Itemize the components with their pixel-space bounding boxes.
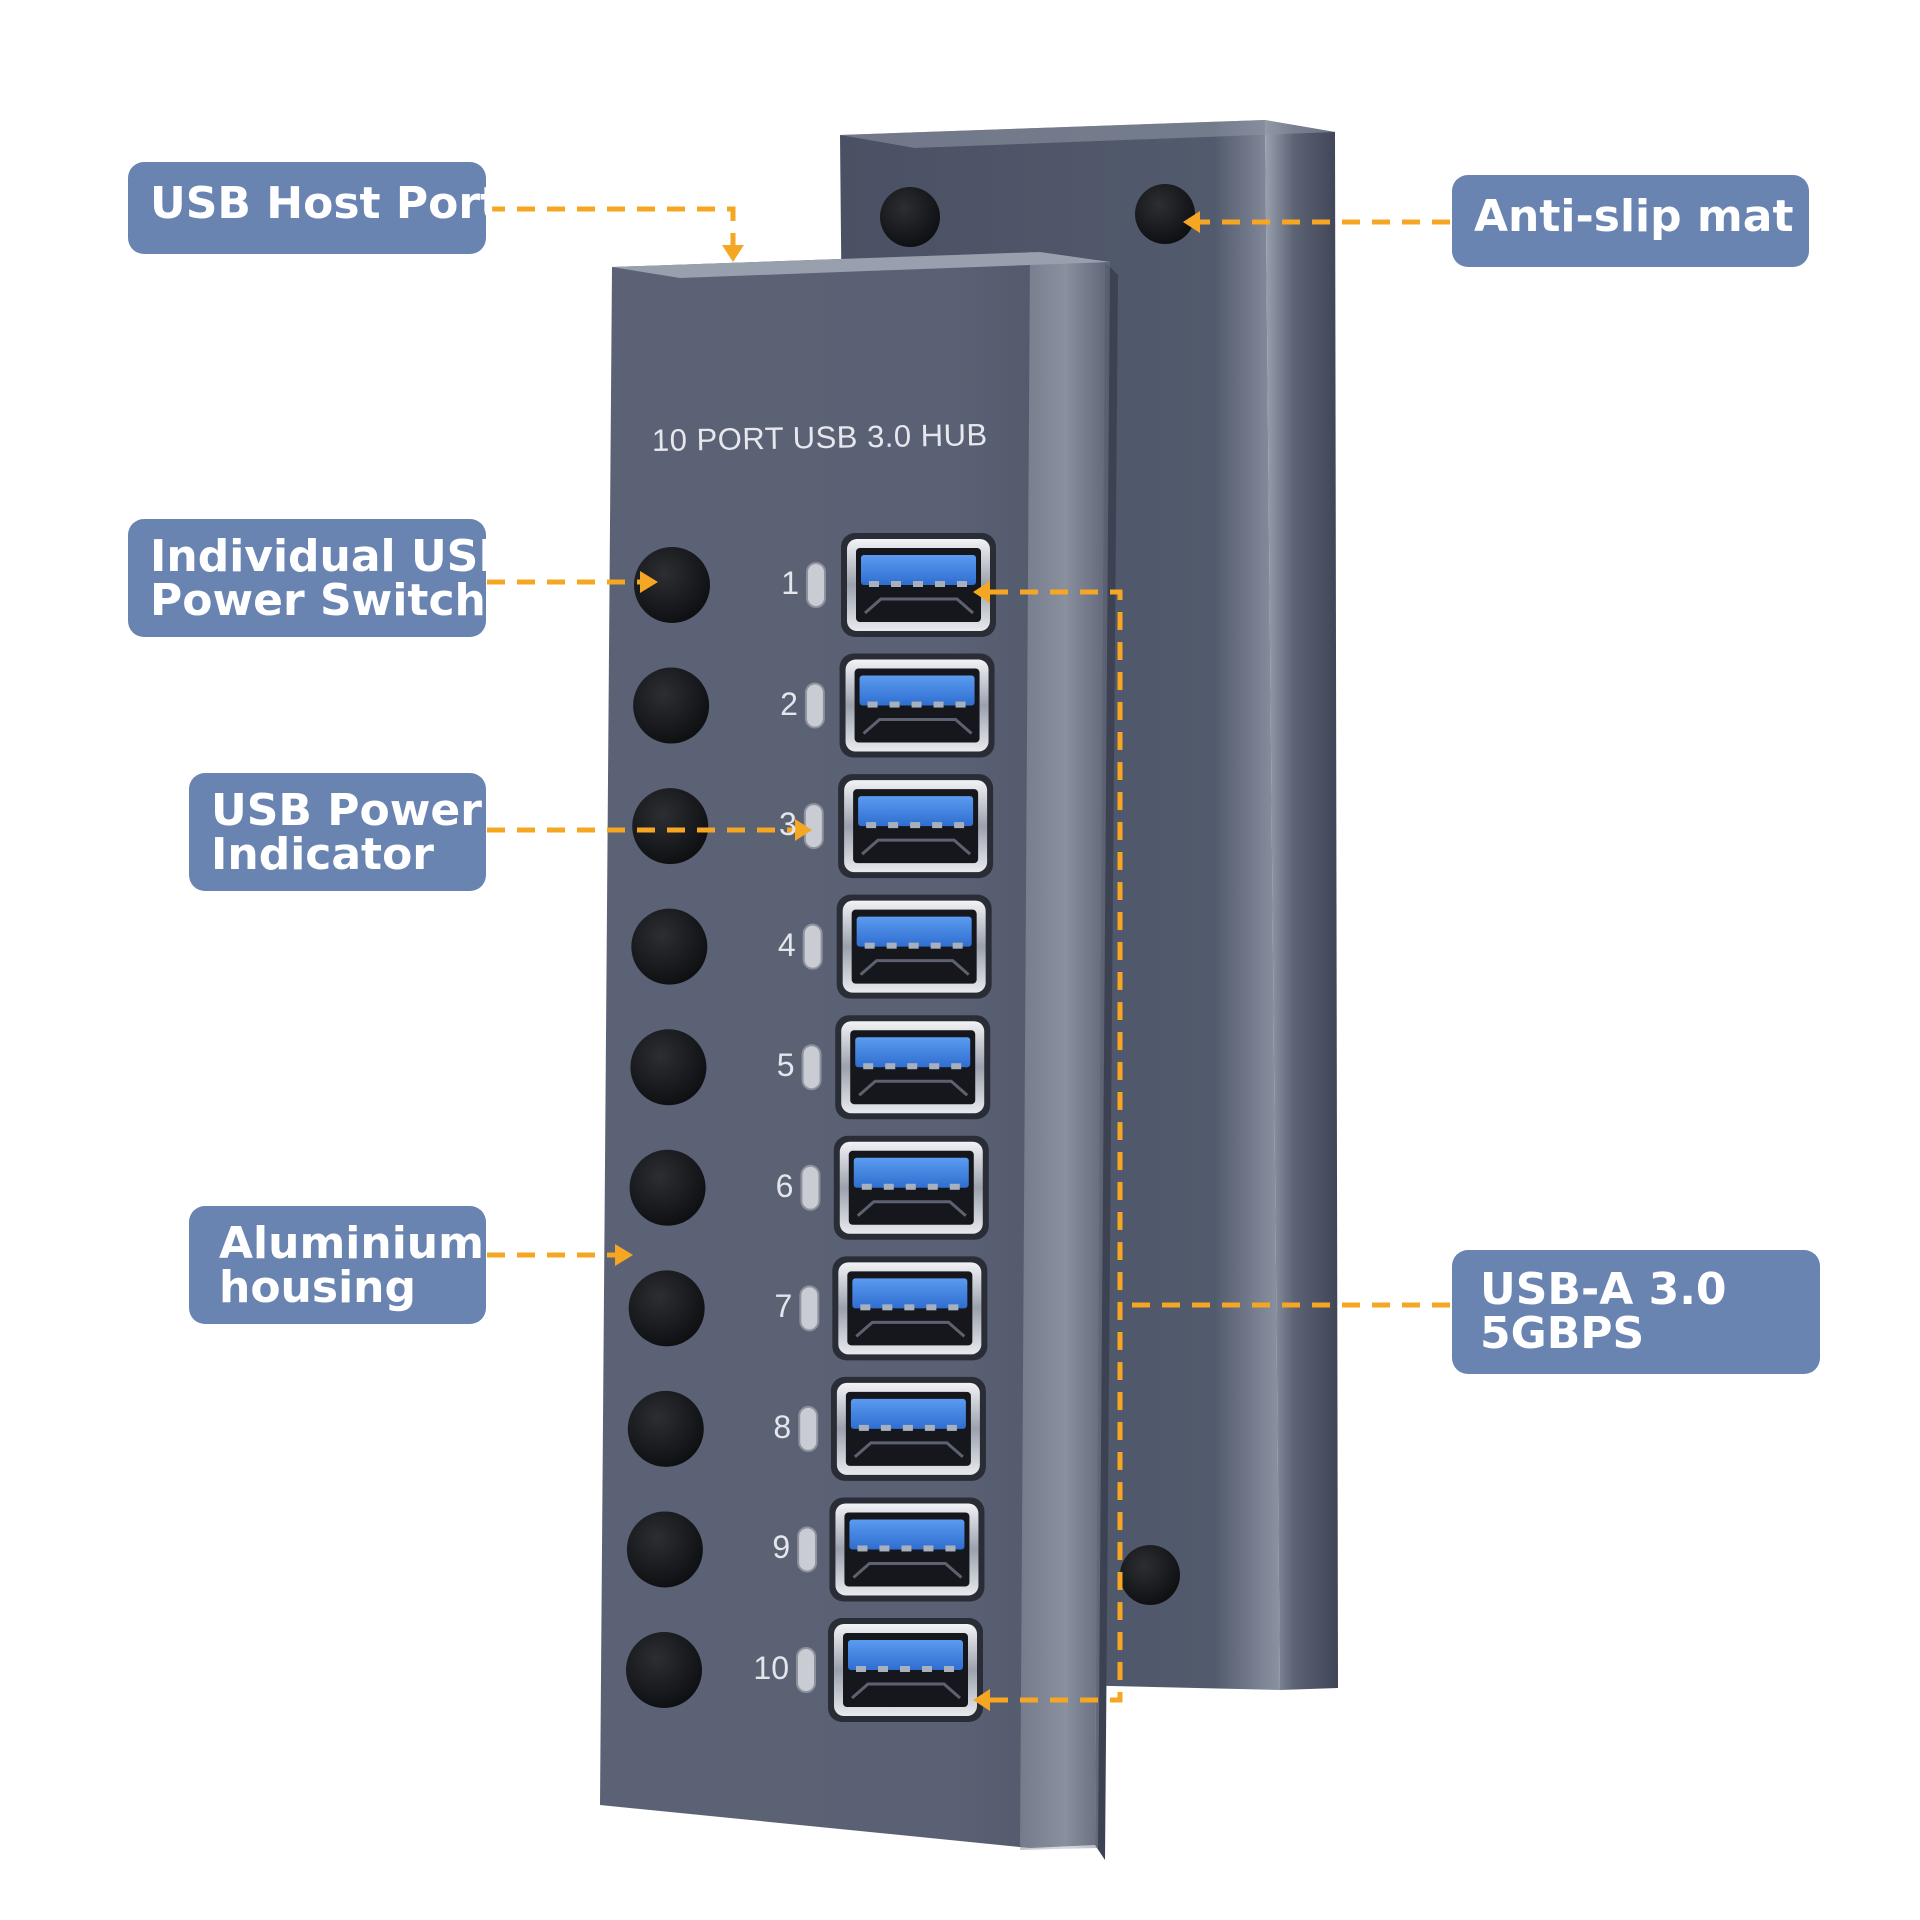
usb-a-port[interactable] <box>828 1618 983 1722</box>
callout-line-1: USB Power <box>211 785 482 836</box>
callout-line-1: USB-A 3.0 <box>1480 1264 1727 1315</box>
power-switches <box>626 547 710 1708</box>
callout-text: Anti-slip mat <box>1474 191 1794 242</box>
power-switch-button[interactable] <box>628 1270 705 1347</box>
callout-line-2: housing <box>219 1262 416 1313</box>
port-number: 5 <box>776 1047 795 1084</box>
usb-a-port[interactable] <box>839 653 995 758</box>
arrow-right-icon <box>615 1244 633 1266</box>
port-number: 7 <box>774 1288 793 1325</box>
arrow-left-icon <box>1183 211 1200 233</box>
arrow-right-icon <box>795 819 812 841</box>
port-number: 3 <box>778 806 797 843</box>
power-switch-button[interactable] <box>627 1390 704 1467</box>
arrow-left-icon <box>973 581 990 603</box>
power-switch-button[interactable] <box>626 1511 703 1588</box>
power-indicator-led <box>799 1285 820 1332</box>
callout-text: USB Host Port <box>150 178 502 229</box>
power-switch-button[interactable] <box>632 788 709 865</box>
power-switch-button[interactable] <box>631 908 708 985</box>
callout-connectors <box>487 206 1450 1703</box>
power-switch-button[interactable] <box>626 1632 702 1708</box>
aluminium-housing-callout: Aluminium housing <box>189 1206 486 1324</box>
power-indicator-led <box>803 803 824 850</box>
power-indicators <box>796 562 826 1693</box>
usb-a-port[interactable] <box>838 774 994 879</box>
usb-a-port[interactable] <box>832 1256 988 1361</box>
anti-slip-foot <box>1135 184 1195 244</box>
port-number: 6 <box>775 1167 794 1204</box>
anti-slip-foot <box>880 187 940 247</box>
usb-a-callout: USB-A 3.0 5GBPS <box>1452 1250 1820 1374</box>
power-indicator-led <box>804 682 825 729</box>
usb-a-port[interactable] <box>835 1015 991 1120</box>
callout-line-2: 5GBPS <box>1480 1308 1645 1359</box>
power-indicator-led <box>798 1405 819 1452</box>
usb-a-port[interactable] <box>833 1135 989 1240</box>
arrowheads <box>615 211 1200 1711</box>
usb-ports <box>828 533 996 1722</box>
arrow-down-icon <box>722 245 744 262</box>
port-number: 1 <box>781 565 799 601</box>
power-indicator-led <box>797 1526 818 1573</box>
port-number: 4 <box>777 926 796 963</box>
usb-a-port[interactable] <box>836 894 992 999</box>
power-switch-button[interactable] <box>634 547 710 623</box>
arrow-right-icon <box>640 571 658 593</box>
port-number: 10 <box>753 1650 789 1686</box>
power-switch-callout: Individual USB Power Switch <box>128 519 512 637</box>
usb-a-bracket <box>990 589 1123 1703</box>
power-switch-button[interactable] <box>629 1149 706 1226</box>
callout-line-2: Indicator <box>211 829 435 880</box>
power-indicator-led <box>801 1044 822 1091</box>
power-indicator-led <box>806 562 826 608</box>
usb-a-port[interactable] <box>829 1497 985 1602</box>
power-indicator-led <box>796 1647 816 1693</box>
hub-model-label: 10 PORT USB 3.0 HUB <box>651 417 988 458</box>
anti-slip-mat-callout: Anti-slip mat <box>1452 175 1809 267</box>
usb-host-port-callout: USB Host Port <box>128 162 502 254</box>
callout-line-1: Individual USB <box>150 531 512 582</box>
power-indicator-led <box>802 923 823 970</box>
port-number: 2 <box>780 685 798 722</box>
power-switch-button[interactable] <box>630 1029 707 1106</box>
power-switch-button[interactable] <box>633 667 710 744</box>
callout-line-2: Power Switch <box>150 575 486 626</box>
power-indicator-callout: USB Power Indicator <box>189 773 486 891</box>
arrow-left-icon <box>973 1689 990 1711</box>
usb-a-port[interactable] <box>841 533 996 637</box>
port-number: 9 <box>772 1529 791 1566</box>
power-indicator-led <box>800 1164 821 1211</box>
anti-slip-foot <box>1120 1545 1180 1605</box>
host-port-connector <box>487 206 736 245</box>
callout-line-1: Aluminium <box>219 1218 484 1269</box>
port-number: 8 <box>773 1408 792 1445</box>
usb-a-port[interactable] <box>830 1376 986 1481</box>
